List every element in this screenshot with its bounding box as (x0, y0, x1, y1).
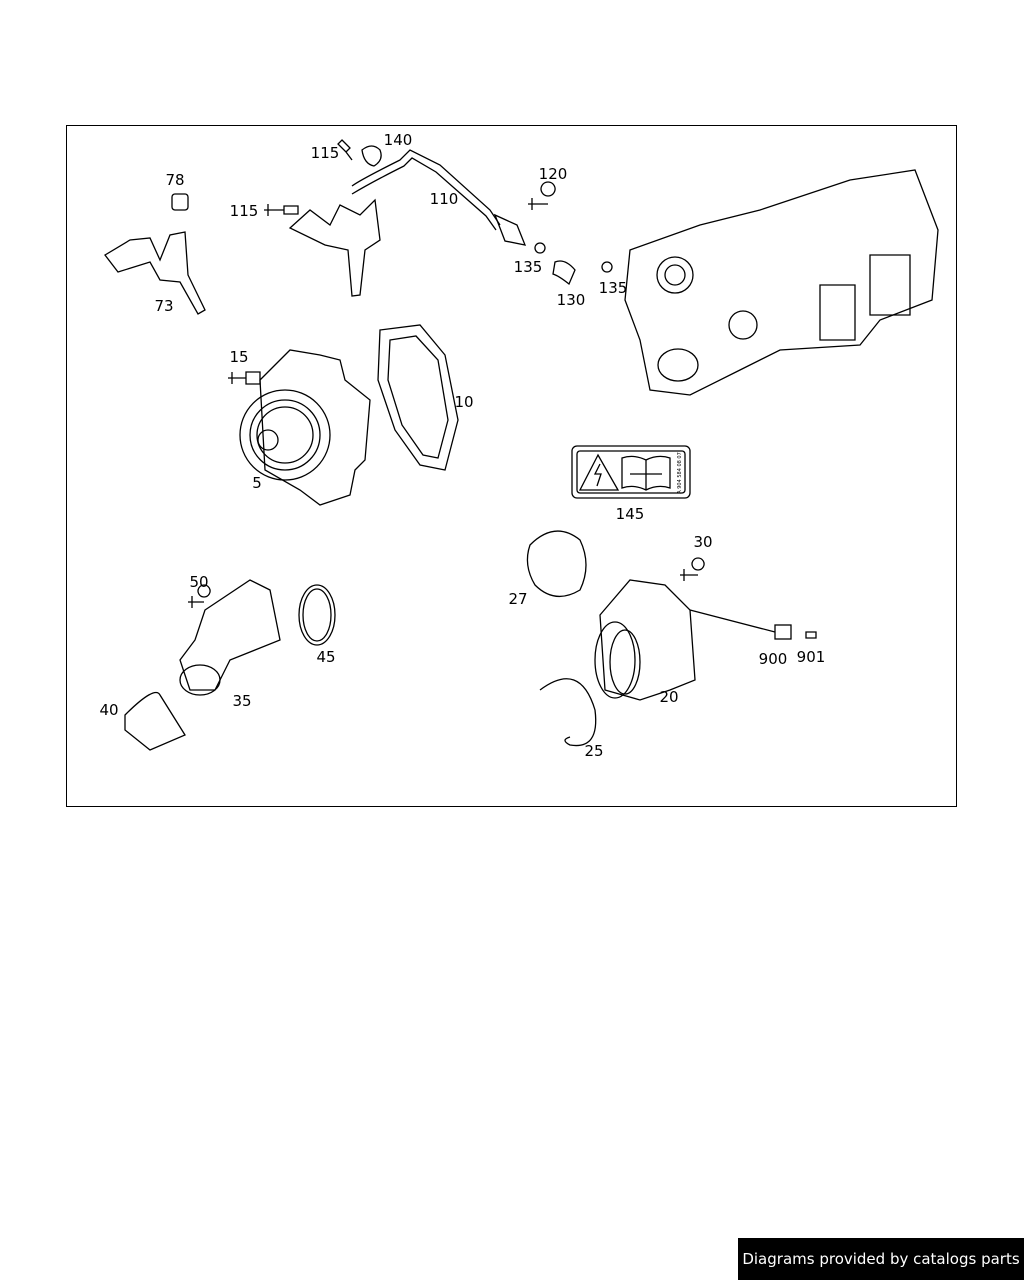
callout-145: 145 (615, 505, 645, 523)
callout-27: 27 (508, 590, 528, 608)
bolt-30 (680, 557, 705, 581)
bolt-50 (188, 584, 211, 608)
manual-wrench-icon (621, 455, 671, 491)
callout-110: 110 (429, 190, 459, 208)
clamp-135 (534, 242, 546, 254)
hose-130 (552, 260, 576, 286)
water-pump-5 (259, 349, 371, 506)
clip-25 (539, 678, 597, 747)
callout-135: 135 (513, 258, 543, 276)
callout-15: 15 (229, 348, 249, 366)
callout-30: 30 (693, 533, 713, 551)
pipe-fitting (493, 213, 527, 246)
thermostat-housing-20 (599, 579, 696, 701)
plug-901 (805, 631, 817, 639)
bracket-73 (104, 231, 206, 315)
callout-901: 901 (796, 648, 826, 666)
o-ring-45 (298, 584, 336, 646)
engine-housing (624, 169, 939, 396)
bolt-120 (528, 181, 556, 210)
sticker-code: A 904 584 08 07 (677, 452, 683, 494)
seal-ring-27 (526, 530, 587, 597)
callout-135: 135 (598, 279, 628, 297)
bracket (288, 198, 381, 297)
warning-sticker-145 (571, 445, 691, 499)
callout-20: 20 (659, 688, 679, 706)
sensor-900 (689, 609, 776, 633)
callout-50: 50 (189, 573, 209, 591)
diagram-frame (66, 125, 957, 807)
high-voltage-icon (578, 453, 620, 491)
callout-45: 45 (316, 648, 336, 666)
footer-attribution: Diagrams provided by catalogs parts (738, 1238, 1024, 1280)
callout-10: 10 (454, 393, 474, 411)
callout-5: 5 (252, 474, 262, 492)
callout-40: 40 (99, 701, 119, 719)
clip-78 (171, 193, 189, 211)
coolant-flange-35 (179, 579, 281, 691)
gasket-10 (377, 324, 459, 471)
callout-130: 130 (556, 291, 586, 309)
callout-73: 73 (154, 297, 174, 315)
callout-78: 78 (165, 171, 185, 189)
callout-25: 25 (584, 742, 604, 760)
callout-140: 140 (383, 131, 413, 149)
bolt-15 (228, 371, 261, 385)
callout-120: 120 (538, 165, 568, 183)
callout-35: 35 (232, 692, 252, 710)
callout-115: 115 (310, 144, 340, 162)
pipe-110 (351, 149, 501, 231)
clip-140 (361, 145, 382, 167)
clip-40 (124, 691, 186, 751)
callout-115: 115 (229, 202, 259, 220)
bolt-115 (264, 204, 299, 216)
callout-900: 900 (758, 650, 788, 668)
clamp-135b (601, 261, 613, 273)
bolt-115-top (337, 139, 353, 161)
